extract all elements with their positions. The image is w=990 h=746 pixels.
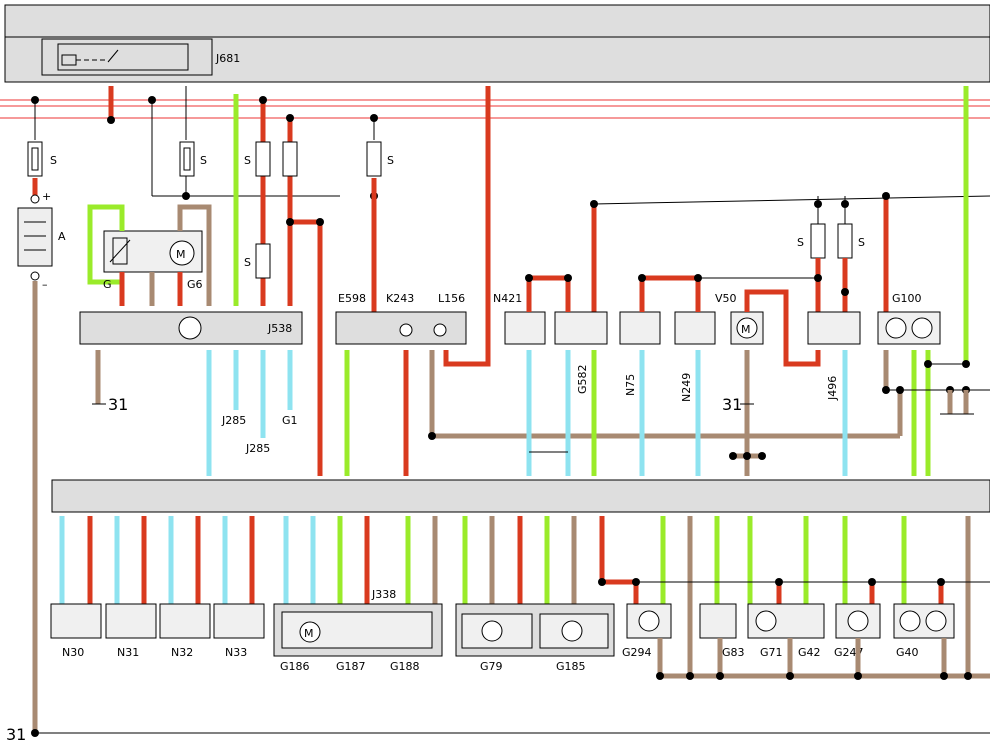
j538-label: J538 xyxy=(267,322,292,335)
n30-label: N30 xyxy=(62,646,84,659)
valve-n421 xyxy=(504,311,546,345)
injector-n33 xyxy=(213,603,265,639)
relay-j496 xyxy=(807,311,861,345)
sensor-g83 xyxy=(699,603,737,639)
n75-label: N75 xyxy=(624,374,637,396)
battery-label: A xyxy=(58,230,66,243)
g83-label: G83 xyxy=(722,646,745,659)
l156-label: L156 xyxy=(438,292,465,305)
sensor-g582 xyxy=(554,311,608,345)
pump-motor-symbol: M xyxy=(741,323,751,336)
ground-label-v50: 31 xyxy=(722,395,742,414)
g42-label: G42 xyxy=(798,646,821,659)
g40-label: G40 xyxy=(896,646,919,659)
n31-label: N31 xyxy=(117,646,139,659)
g582-label: G582 xyxy=(576,364,589,394)
n421-label: N421 xyxy=(493,292,522,305)
ground-label-bottom: 31 xyxy=(6,725,26,744)
fuse-label: S xyxy=(244,256,251,269)
fuse-label: S xyxy=(244,154,251,167)
throttle-motor-symbol: M xyxy=(304,627,314,640)
motor-icon xyxy=(169,240,195,266)
n33-label: N33 xyxy=(225,646,247,659)
g100-label: G100 xyxy=(892,292,922,305)
g187-label: G187 xyxy=(336,660,366,673)
illumination-lamp-icon xyxy=(433,323,447,337)
valve-n249 xyxy=(674,311,716,345)
e598-label: E598 xyxy=(338,292,366,305)
g1-label: G1 xyxy=(282,414,298,427)
g185-label: G185 xyxy=(556,660,586,673)
g186-label: G186 xyxy=(280,660,310,673)
transistor-icon xyxy=(178,316,202,340)
fuse-label: S xyxy=(50,154,57,167)
k243-label: K243 xyxy=(386,292,414,305)
fuse-label: S xyxy=(797,236,804,249)
battery-minus-label: – xyxy=(42,278,48,291)
ground-label-j538: 31 xyxy=(108,395,128,414)
fuse-label: S xyxy=(387,154,394,167)
fuse-icon xyxy=(27,141,43,177)
injector-n30 xyxy=(50,603,102,639)
n249-label: N249 xyxy=(680,373,693,402)
injector-n32 xyxy=(159,603,211,639)
battery-icon xyxy=(17,207,53,267)
j338-label: J338 xyxy=(371,588,396,601)
engine-control-unit xyxy=(51,479,990,513)
j285-label-2: J285 xyxy=(245,442,270,455)
j496-label: J496 xyxy=(826,376,839,401)
fuse-label: S xyxy=(200,154,207,167)
fuse-label: S xyxy=(858,236,865,249)
motor-symbol: M xyxy=(176,248,186,261)
sensor-g294 xyxy=(626,603,672,639)
g79-label: G79 xyxy=(480,660,503,673)
g188-label: G188 xyxy=(390,660,420,673)
relay-label: J681 xyxy=(215,52,240,65)
injector-n31 xyxy=(105,603,157,639)
valve-n75 xyxy=(619,311,661,345)
g294-label: G294 xyxy=(622,646,652,659)
n32-label: N32 xyxy=(171,646,193,659)
relay-j681-frame xyxy=(41,38,213,76)
v50-label: V50 xyxy=(715,292,737,305)
warning-lamp-icon xyxy=(399,323,413,337)
sensor-g-label: G xyxy=(103,278,112,291)
j285-label-1: J285 xyxy=(221,414,246,427)
g71-label: G71 xyxy=(760,646,783,659)
battery-plus-label: + xyxy=(42,190,51,203)
motor-g6-label: G6 xyxy=(187,278,203,291)
